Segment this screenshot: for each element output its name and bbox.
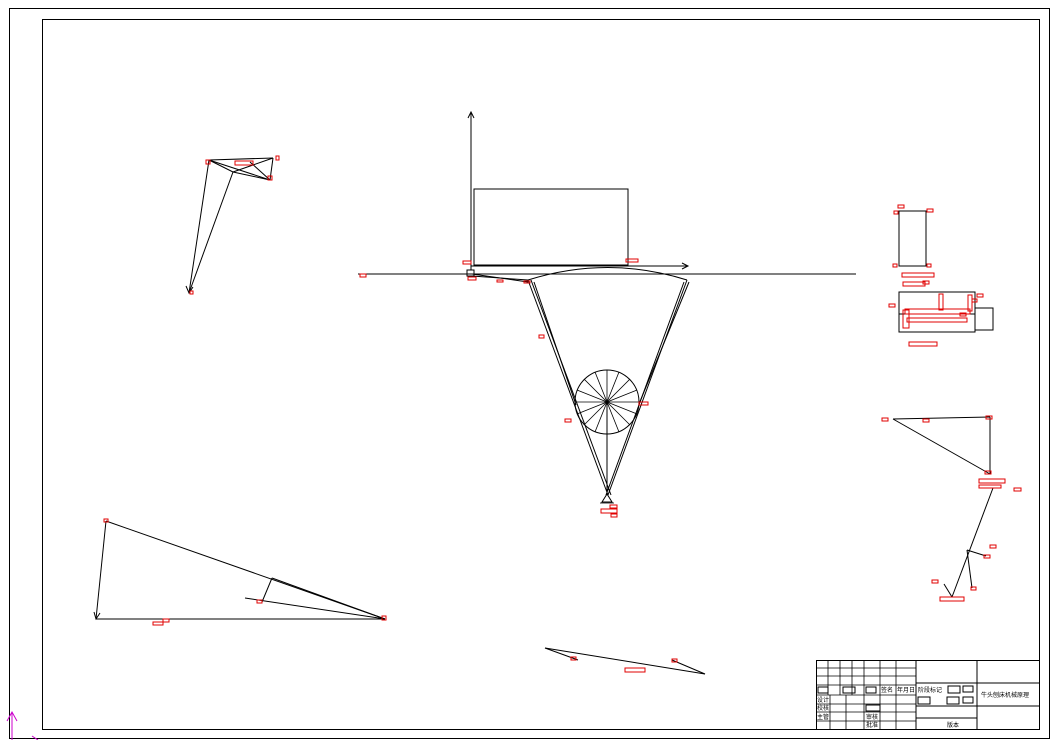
tb-version: 版本 [947,721,959,729]
right-detail-middle [888,291,994,347]
outer-border [9,8,1050,739]
tb-change-mark: 阶段标记 [918,686,942,694]
small-triangle [544,647,706,675]
ram-block [473,188,629,266]
acceleration-triangle [93,518,387,626]
right-detail-lower [881,415,1022,602]
tb-label-review: 审核 [866,713,878,721]
tb-drawing-title: 牛头刨床机械原理 [981,691,1029,699]
ucs-axis-icon [6,710,39,740]
inner-border [42,19,1040,730]
main-mechanism [358,110,856,518]
velocity-polygon [185,155,280,295]
right-detail-upper [892,204,935,287]
title-block: 签名 年月日 设计 校核 主管 审核 批准 阶段标记 版本 牛头刨床机械原理 [816,660,1040,730]
tb-label-date: 年月日 [897,686,915,694]
tb-label-main: 主管 [817,713,829,721]
tb-label-sign: 签名 [881,686,893,694]
tb-label-check: 校核 [817,704,829,712]
tb-label-approve: 批准 [866,721,878,729]
tb-label-design: 设计 [817,696,829,704]
